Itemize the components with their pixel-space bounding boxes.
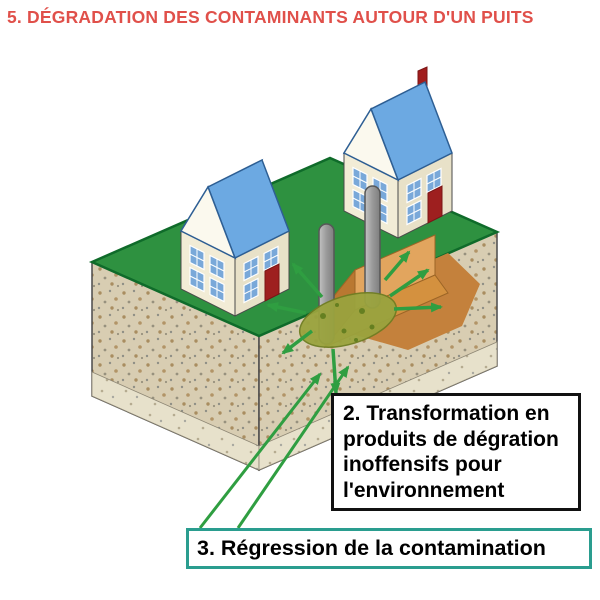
callout-regression: 3. Régression de la contamination xyxy=(186,528,592,569)
callout-regression-text: 3. Régression de la contamination xyxy=(197,536,546,560)
callout-transformation-line: l'environnement xyxy=(343,478,505,502)
callout-transformation-line: produits de dégration xyxy=(343,427,559,451)
callout-transformation-line: 2. Transformation en xyxy=(343,402,550,425)
callout-transformation-line: inoffensifs pour xyxy=(343,453,502,477)
roof-gable xyxy=(179,185,237,260)
house-right xyxy=(342,66,453,239)
arrow-up-left xyxy=(291,262,324,299)
roof-gable xyxy=(342,107,400,182)
arrow-up-right xyxy=(389,268,430,298)
connector-to-zone-2 xyxy=(236,365,350,529)
arrow-up xyxy=(383,250,411,282)
arrow-right xyxy=(393,302,443,313)
callout-transformation: 2. Transformation en produits de dégrati… xyxy=(331,393,581,512)
callout-connector-lines xyxy=(198,365,350,529)
connector-to-zone-1 xyxy=(198,372,322,529)
door xyxy=(427,185,443,224)
house-left xyxy=(179,158,290,317)
arrow-down-left xyxy=(281,329,314,355)
door xyxy=(264,263,280,302)
page-title: 5. DÉGRADATION DES CONTAMINANTS AUTOUR D… xyxy=(7,7,534,27)
arrow-left xyxy=(266,302,307,315)
window-mullions xyxy=(189,249,279,299)
contamination-zone xyxy=(298,292,398,348)
well-2 xyxy=(364,185,381,309)
